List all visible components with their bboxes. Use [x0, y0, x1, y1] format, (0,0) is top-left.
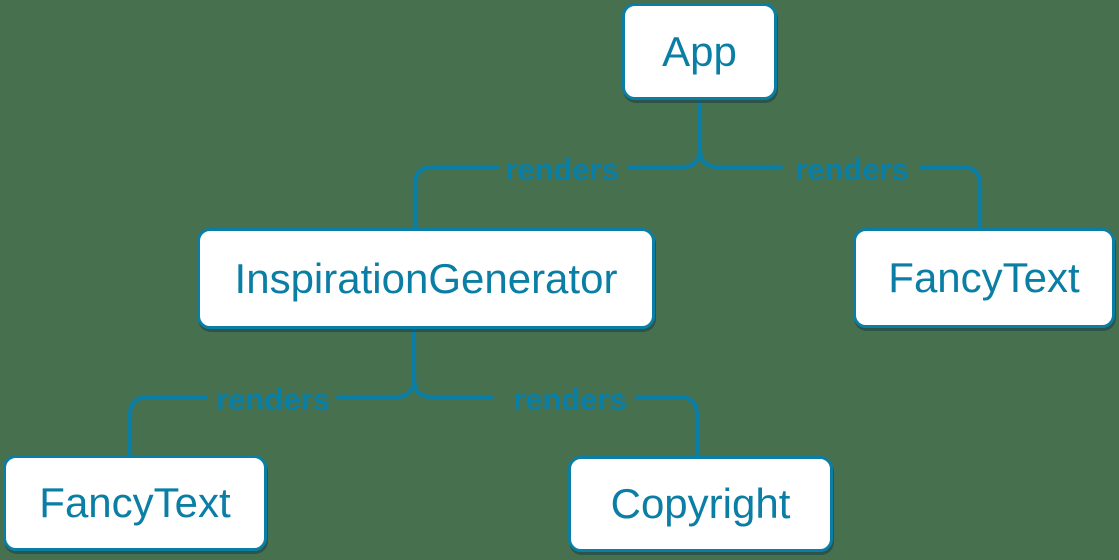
edge-inspirationgenerator-fancytext [127, 394, 209, 458]
edge-inspirationgenerator-fork-right [411, 376, 495, 400]
edge-inspirationgenerator-copyright [634, 394, 700, 459]
node-copyright: Copyright [568, 456, 833, 552]
edge-inspirationgenerator-fork-left [335, 376, 417, 400]
edge-label-app-fancytext: renders [795, 152, 909, 187]
node-inspiration-generator-label: InspirationGenerator [234, 254, 618, 302]
edge-label-inspirationgenerator-fancytext: renders [216, 382, 330, 417]
node-fancy-text-right: FancyText [853, 228, 1115, 328]
edge-app-inspirationgenerator [412, 164, 500, 231]
node-copyright-label: Copyright [610, 480, 791, 527]
node-fancy-text-left-label: FancyText [39, 479, 231, 526]
node-fancy-text-left: FancyText [3, 455, 267, 551]
node-inspiration-generator: InspirationGenerator [197, 228, 655, 329]
edge-app-fork-right [697, 146, 784, 170]
edge-label-app-inspirationgenerator: renders [505, 152, 619, 187]
edge-label-inspirationgenerator-copyright: renders [513, 382, 627, 417]
node-app: App [622, 3, 777, 100]
node-fancy-text-right-label: FancyText [888, 254, 1080, 301]
edge-app-fork-left [626, 146, 703, 170]
node-app-label: App [662, 27, 737, 75]
edge-app-fancytext [918, 164, 983, 231]
